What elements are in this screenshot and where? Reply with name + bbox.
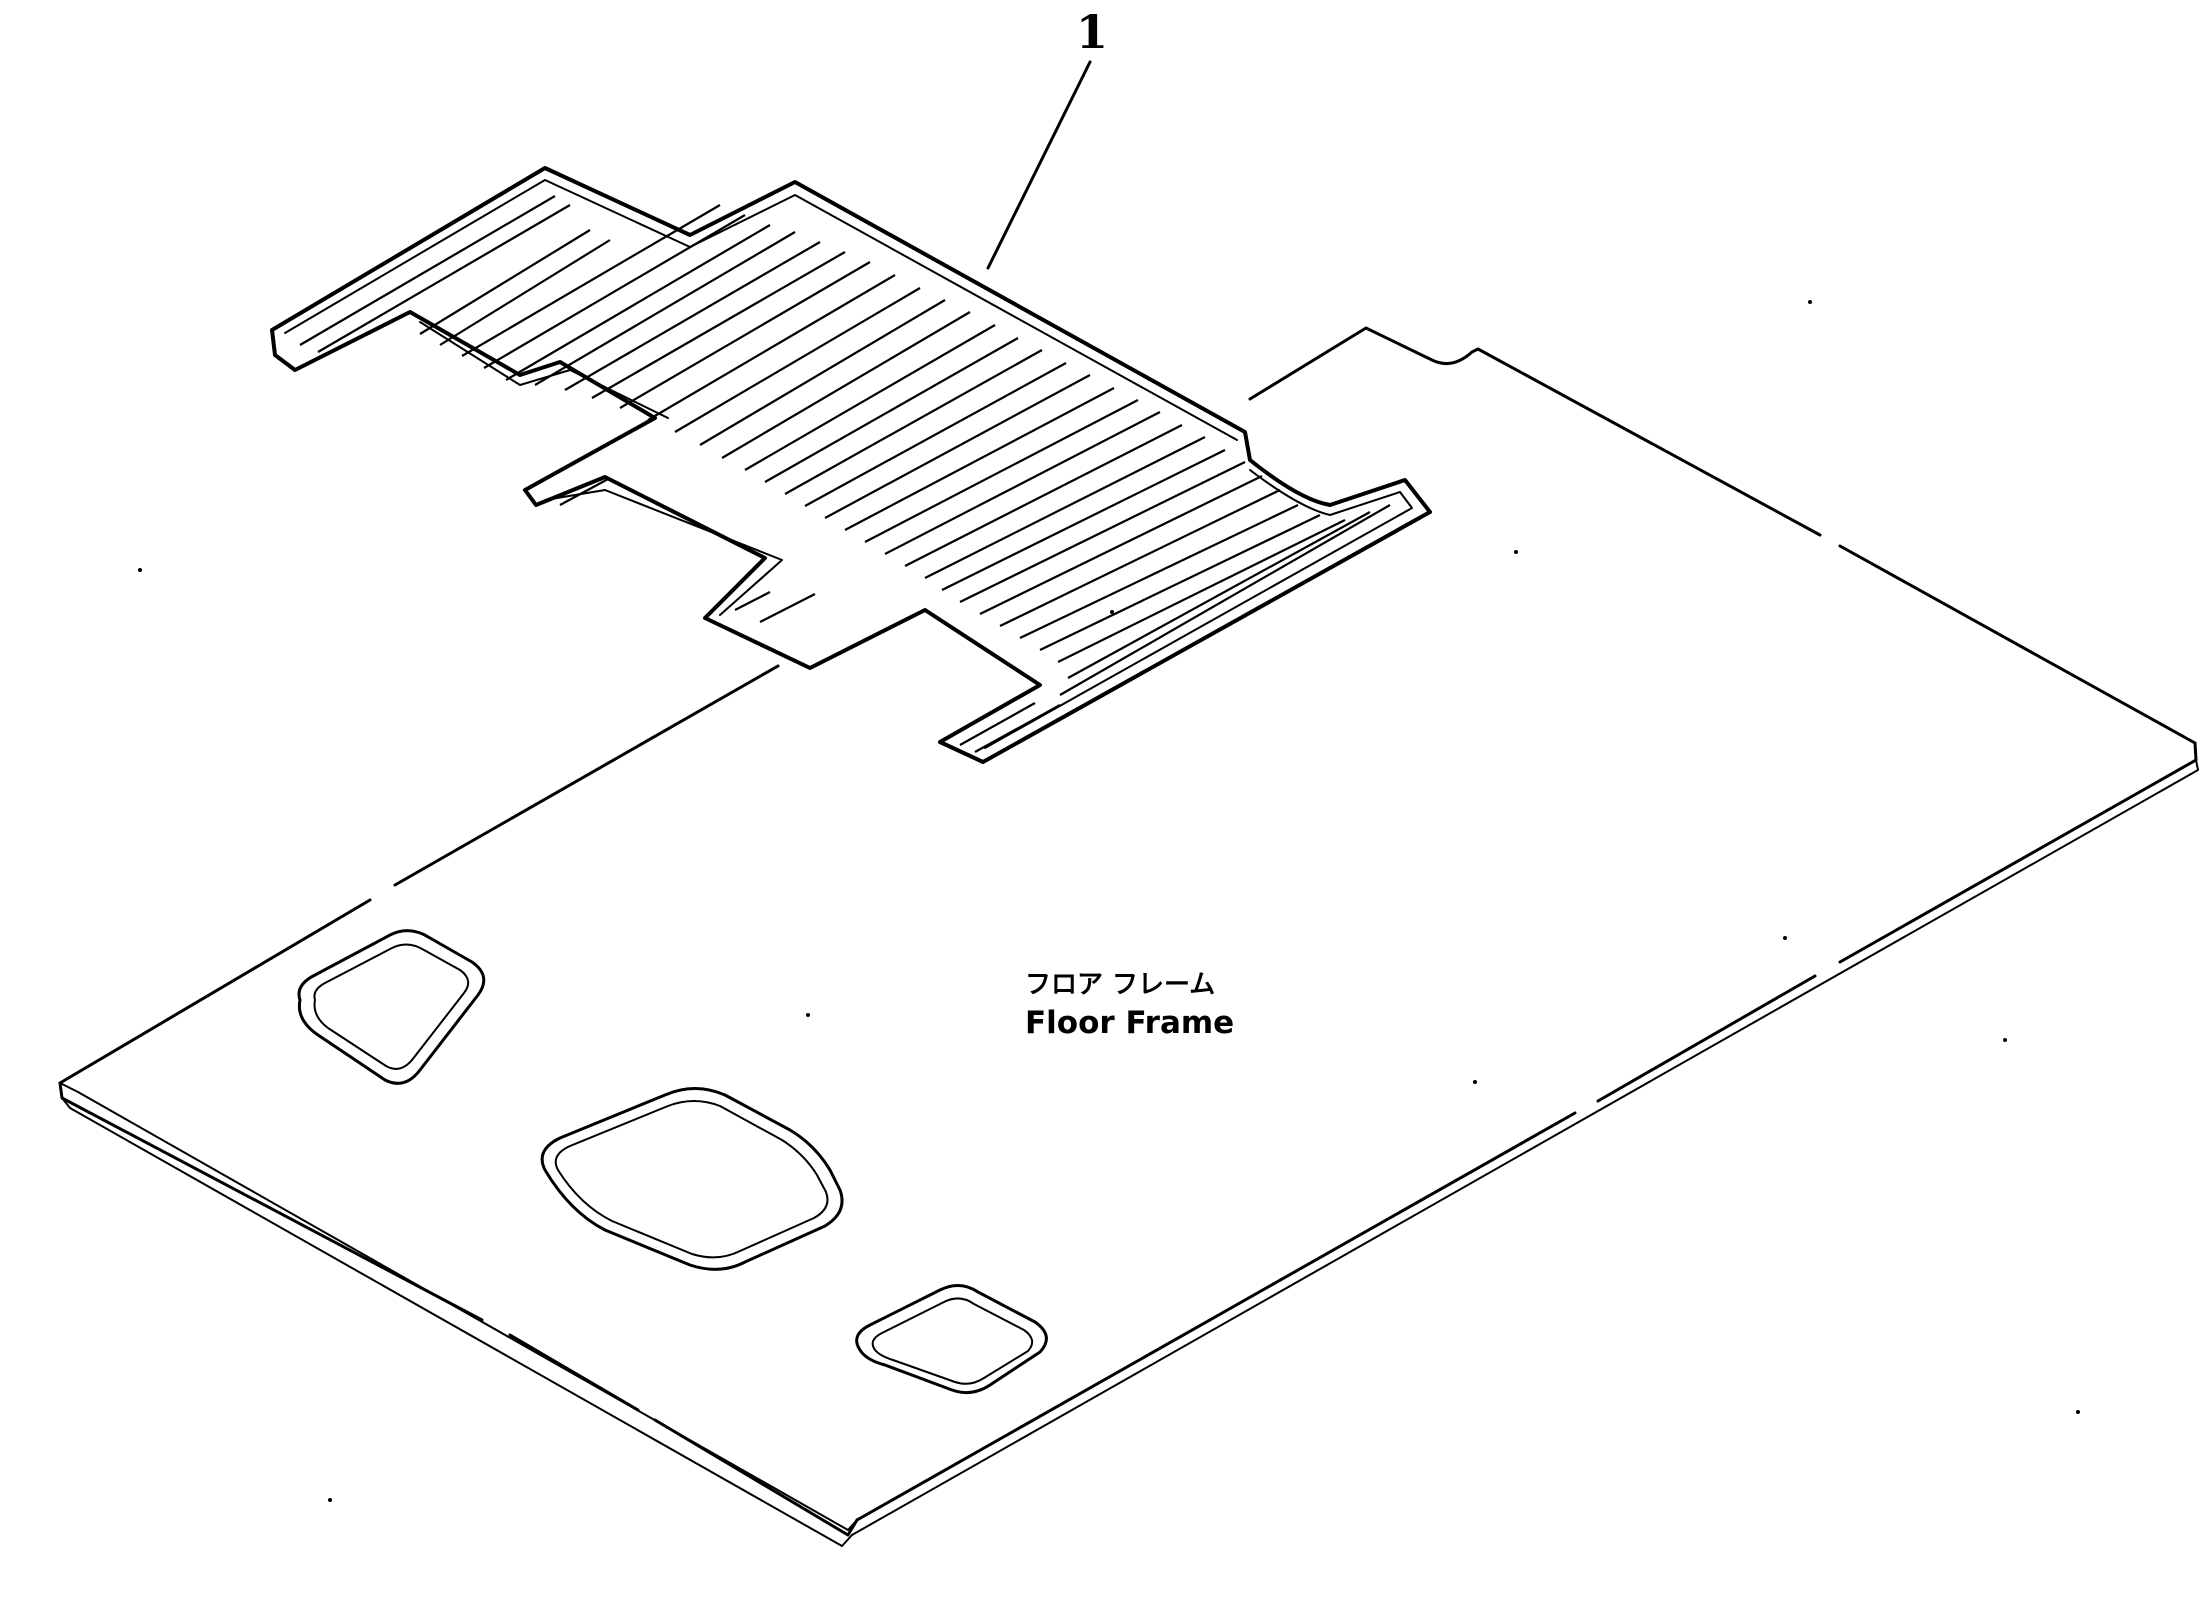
callout-leader-line	[986, 60, 1092, 270]
plate-hole-small-left	[297, 929, 486, 1085]
plate-top-back-edge	[1248, 326, 2197, 745]
callout-number: 1	[1076, 5, 1108, 59]
floor-frame-label-en: Floor Frame	[1025, 1005, 1234, 1041]
floor-frame-label-jp: フロア フレーム	[1025, 970, 1215, 1000]
plate-top-left-edge	[58, 664, 780, 1085]
plate-top-right-edge	[855, 741, 2198, 1522]
callout-part-1: 1	[986, 5, 1108, 270]
floor-mat-ribs	[299, 195, 1391, 753]
plate-hole-small-right	[855, 1284, 1048, 1395]
floor-mat-part-1	[270, 166, 1432, 764]
plate-thickness-front	[61, 1097, 853, 1547]
floor-mat-outline	[270, 166, 1432, 764]
plate-hole-large-center	[540, 1087, 844, 1271]
scan-specks	[138, 300, 2080, 1502]
plate-thickness-corner	[59, 1082, 858, 1531]
floor-frame-plate: フロア フレーム Floor Frame	[58, 326, 2199, 1547]
plate-thickness-right	[851, 759, 2199, 1536]
